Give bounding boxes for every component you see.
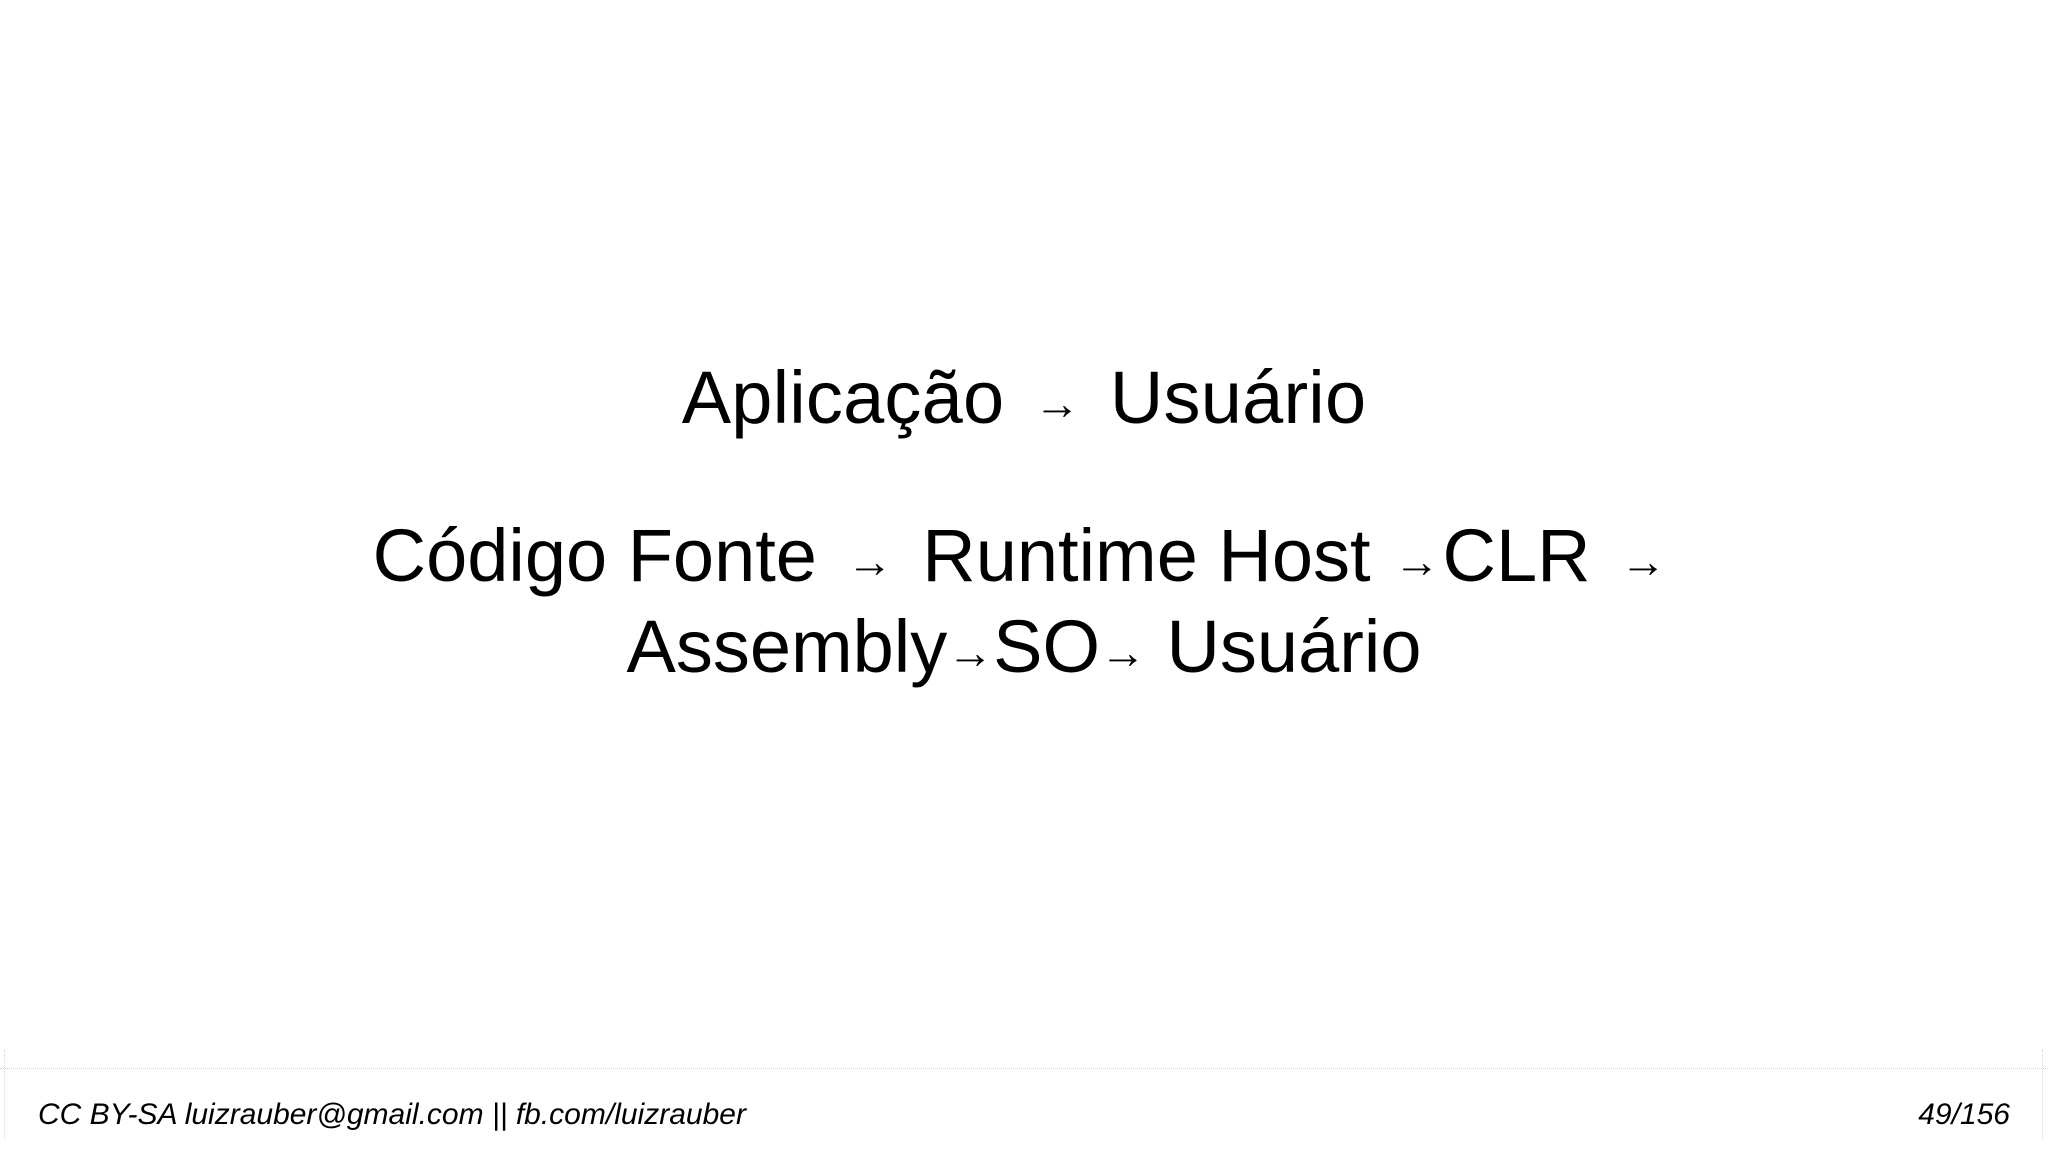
flow-runtime-line-1: Código Fonte → Runtime Host →CLR → [373,511,1676,601]
flow-runtime: Código Fonte → Runtime Host →CLR → Assem… [373,511,1676,692]
footer-credit: CC BY-SA luizrauber@gmail.com || fb.com/… [38,1098,746,1131]
arrow-right-icon: → [846,535,893,588]
flow-step-runtime-host: Runtime Host [922,514,1371,598]
flow-runtime-line-2: Assembly→SO→ Usuário [373,602,1676,692]
slide-content-area: Aplicação → Usuário Código Fonte → Runti… [0,353,2048,692]
flow-application: Aplicação → Usuário [682,353,1367,443]
arrow-right-icon: → [1034,376,1081,429]
flow-step-clr: CLR [1442,514,1591,598]
slide-footer: CC BY-SA luizrauber@gmail.com || fb.com/… [0,1086,2048,1144]
flow-stack: Aplicação → Usuário Código Fonte → Runti… [0,353,2048,692]
flow-step-usuario-final: Usuário [1166,604,1422,688]
arrow-right-icon: → [947,625,994,678]
arrow-right-icon: → [1100,625,1146,678]
footer-page-number: 49/156 [1918,1098,2010,1131]
flow-step-so: SO [993,604,1101,688]
footer-divider [0,1068,2048,1070]
right-edge-dots [2042,1050,2044,1140]
flow-step-usuario: Usuário [1109,356,1367,440]
flow-step-aplicacao: Aplicação [681,356,1005,440]
left-edge-dots [4,1050,6,1140]
arrow-right-icon: → [1620,535,1667,588]
arrow-right-icon: → [1393,535,1440,588]
flow-step-codigo-fonte: Código Fonte [372,514,817,598]
flow-step-assembly: Assembly [626,604,948,688]
